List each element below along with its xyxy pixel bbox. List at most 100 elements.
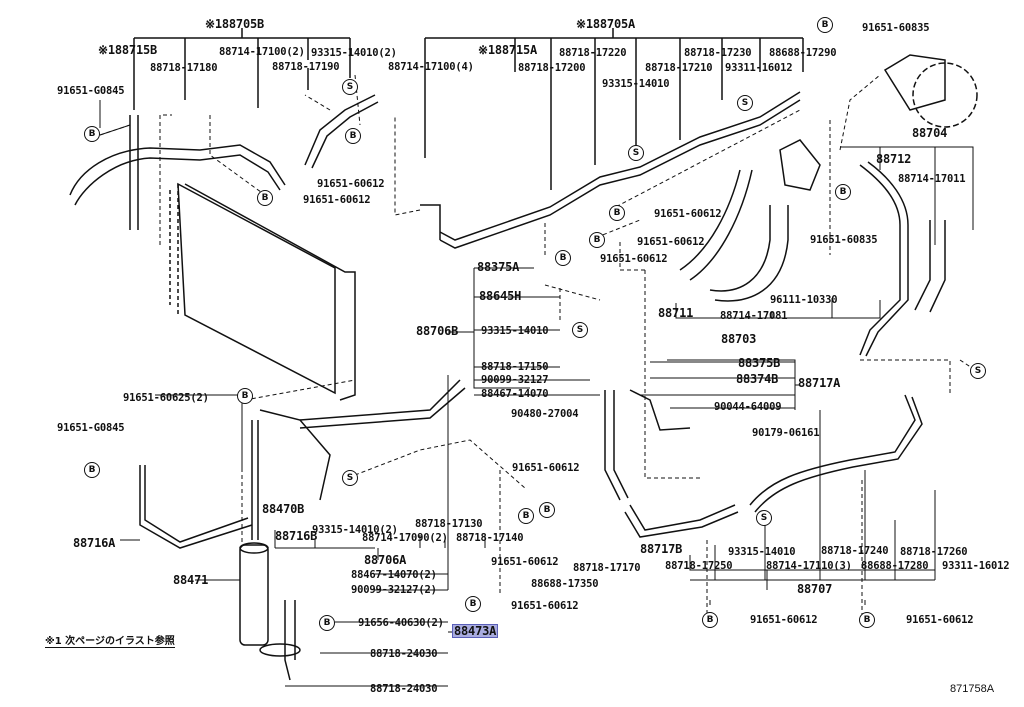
part-label[interactable]: 88718-24030 (370, 683, 438, 695)
part-label[interactable]: ※188705B (205, 17, 265, 31)
part-label[interactable]: 88718-17230 (684, 47, 752, 59)
part-label[interactable]: 91651-60835 (810, 234, 878, 246)
part-label[interactable]: 88712 (876, 152, 912, 166)
part-label[interactable]: 88706B (416, 324, 459, 338)
part-label-highlighted[interactable]: 88473A (452, 624, 499, 638)
part-label[interactable]: 91651-G0845 (57, 422, 125, 434)
part-label[interactable]: ※188705A (576, 17, 636, 31)
part-label[interactable]: 88375A (477, 260, 520, 274)
bolt-symbol-icon: B (835, 184, 851, 200)
part-label[interactable]: 88718-17250 (665, 560, 733, 572)
screw-symbol-icon: S (342, 470, 358, 486)
part-label[interactable]: 90099-32127(2) (351, 584, 437, 596)
part-label[interactable]: 93315-14010 (481, 325, 549, 337)
part-label[interactable]: 88470B (262, 502, 305, 516)
part-label[interactable]: ※188715A (478, 43, 538, 57)
part-label[interactable]: 88688-17290 (769, 47, 837, 59)
part-label[interactable]: 96111-10330 (770, 294, 838, 306)
part-label[interactable]: 91656-40630(2) (358, 617, 444, 629)
part-label[interactable]: 88375B (738, 356, 781, 370)
part-label[interactable]: 88703 (721, 332, 757, 346)
part-label[interactable]: 88716A (73, 536, 116, 550)
part-label[interactable]: 88718-17180 (150, 62, 218, 74)
part-label[interactable]: 88718-17140 (456, 532, 524, 544)
part-label[interactable]: 93315-14010(2) (311, 47, 397, 59)
part-label[interactable]: 88706A (364, 553, 407, 567)
bolt-symbol-icon: B (518, 508, 534, 524)
part-label[interactable]: 88714-17110(3) (766, 560, 852, 572)
part-label[interactable]: 93311-16012 (725, 62, 793, 74)
part-label[interactable]: 88718-17240 (821, 545, 889, 557)
bolt-symbol-icon: B (345, 128, 361, 144)
part-label[interactable]: 88717A (798, 376, 841, 390)
part-label[interactable]: 91651-60835 (862, 22, 930, 34)
bracket-88473A-drawing (259, 600, 301, 681)
part-label[interactable]: 91651-60612 (317, 178, 385, 190)
part-label[interactable]: 88467-14070 (481, 388, 549, 400)
part-label[interactable]: 90099-32127 (481, 374, 549, 386)
part-label[interactable]: 88704 (912, 126, 948, 140)
screw-symbol-icon: S (628, 145, 644, 161)
part-label[interactable]: 88718-17220 (559, 47, 627, 59)
part-label[interactable]: 88688-17350 (531, 578, 599, 590)
part-label[interactable]: 90480-27004 (511, 408, 579, 420)
part-label[interactable]: 88718-24030 (370, 648, 438, 660)
part-label[interactable]: 91651-60625(2) (123, 392, 209, 404)
part-label[interactable]: 88718-17190 (272, 61, 340, 73)
bolt-symbol-icon: B (84, 126, 100, 142)
bolt-symbol-icon: B (257, 190, 273, 206)
screw-symbol-icon: S (342, 79, 358, 95)
part-label[interactable]: 91651-60612 (637, 236, 705, 248)
part-label[interactable]: 88714-17100(4) (388, 61, 474, 73)
part-label[interactable]: 91651-G0845 (57, 85, 125, 97)
part-label[interactable]: 88711 (658, 306, 694, 320)
screw-symbol-icon: S (970, 363, 986, 379)
part-label[interactable]: 90044-64009 (714, 401, 782, 413)
bolt-symbol-icon: B (237, 388, 253, 404)
part-label[interactable]: 88467-14070(2) (351, 569, 437, 581)
part-label[interactable]: 88707 (797, 582, 833, 596)
part-label[interactable]: 88645H (479, 289, 522, 303)
part-label[interactable]: 88471 (173, 573, 209, 587)
part-label[interactable]: 88714-17081 (720, 310, 788, 322)
part-label[interactable]: 93315-14010(2) (312, 524, 398, 536)
part-label[interactable]: 88718-17260 (900, 546, 968, 558)
condenser-drawing (169, 182, 356, 401)
part-label[interactable]: 88716B (275, 529, 318, 543)
part-label[interactable]: 88714-17090(2) (362, 532, 448, 544)
part-label[interactable]: 88374B (736, 372, 779, 386)
part-label[interactable]: 88718-17150 (481, 361, 549, 373)
part-label[interactable]: 88718-17130 (415, 518, 483, 530)
figure-code: 871758A (950, 683, 995, 695)
part-label[interactable]: 93315-14010 (728, 546, 796, 558)
screw-symbol-icon: S (737, 95, 753, 111)
part-label[interactable]: 88714-17011 (898, 173, 966, 185)
part-label[interactable]: 93315-14010 (602, 78, 670, 90)
part-label[interactable]: 91651-60612 (906, 614, 974, 626)
part-label[interactable]: 88718-17210 (645, 62, 713, 74)
part-label[interactable]: 88714-17100(2) (219, 46, 305, 58)
part-label[interactable]: 91651-60612 (654, 208, 722, 220)
part-label[interactable]: 91651-60612 (512, 462, 580, 474)
pipe-88715A (420, 91, 801, 249)
bolt-symbol-icon: B (465, 596, 481, 612)
part-label[interactable]: ※188715B (98, 43, 158, 57)
bolt-symbol-icon: B (539, 502, 555, 518)
part-label[interactable]: 93311-16012 (942, 560, 1010, 572)
pipe-88707 (624, 394, 923, 538)
part-label[interactable]: 91651-60612 (303, 194, 371, 206)
bracket-88705B (133, 28, 351, 110)
part-label[interactable]: 91651-60612 (750, 614, 818, 626)
part-label[interactable]: 88717B (640, 542, 683, 556)
part-label[interactable]: 88688-17280 (861, 560, 929, 572)
bolt-symbol-icon: B (589, 232, 605, 248)
part-label[interactable]: 88718-17170 (573, 562, 641, 574)
part-label[interactable]: 91651-60612 (511, 600, 579, 612)
part-label[interactable]: 90179-06161 (752, 427, 820, 439)
part-label[interactable]: 88718-17200 (518, 62, 586, 74)
part-label[interactable]: 91651-60612 (600, 253, 668, 265)
part-label[interactable]: 91651-60612 (491, 556, 559, 568)
hose-88711 (679, 169, 789, 302)
